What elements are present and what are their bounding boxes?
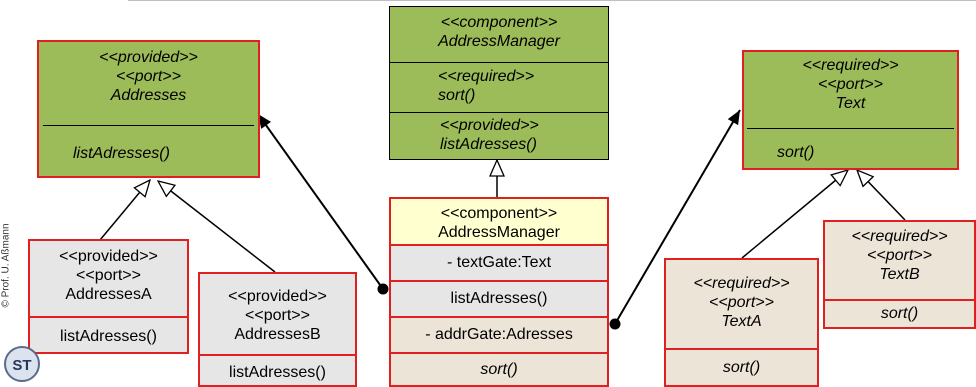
top-rule bbox=[128, 0, 976, 1]
generalization-text-b bbox=[857, 170, 906, 221]
addresses-b-stereo-port: <<port>> bbox=[245, 307, 310, 324]
generalization-a bbox=[99, 180, 150, 241]
copyright-note: © Prof. U. Aßmann bbox=[0, 223, 12, 308]
generalization-b bbox=[158, 181, 276, 273]
generalization-text-a bbox=[741, 170, 848, 259]
required-port-dot bbox=[609, 318, 621, 330]
university-logo: ST bbox=[4, 346, 40, 382]
impl-component-name: AddressManager bbox=[438, 224, 560, 241]
spec-component-name: AddressManager bbox=[438, 33, 560, 50]
addresses-a-name: AddressesA bbox=[65, 286, 152, 303]
addresses-b-name: AddressesB bbox=[234, 326, 321, 343]
spec-stereo-component: <<component>> bbox=[440, 14, 558, 31]
required-port-link bbox=[614, 109, 741, 325]
addresses-b-operation: listAdresses() bbox=[229, 364, 326, 381]
addresses-port-box: <<provided>> <<port>> Addresses listAdre… bbox=[37, 40, 260, 178]
addresses-a-box: <<provided>> <<port>> AddressesA listAdr… bbox=[28, 239, 189, 354]
logo-text: ST bbox=[12, 357, 31, 374]
address-manager-impl-box: <<component>> AddressManager - textGate:… bbox=[389, 197, 609, 387]
spec-stereo-required: <<required>> bbox=[438, 68, 535, 85]
text-a-stereo-required: <<required>> bbox=[693, 275, 790, 292]
impl-stereo-component: <<component>> bbox=[440, 205, 558, 222]
addresses-operation: listAdresses() bbox=[73, 145, 170, 162]
address-manager-spec-box: <<component>> AddressManager <<required>… bbox=[389, 6, 609, 160]
spec-provided-op: listAdresses() bbox=[440, 136, 537, 153]
text-b-operation: sort() bbox=[880, 305, 919, 322]
addresses-b-stereo-provided: <<provided>> bbox=[228, 288, 327, 305]
text-name: Text bbox=[835, 95, 866, 112]
text-a-stereo-port: <<port>> bbox=[709, 294, 774, 311]
text-b-stereo-required: <<required>> bbox=[851, 228, 948, 245]
text-a-operation: sort() bbox=[722, 359, 761, 376]
text-b-stereo-port: <<port>> bbox=[867, 247, 932, 264]
provided-port-link bbox=[257, 113, 384, 290]
text-stereo-required: <<required>> bbox=[802, 57, 899, 74]
addresses-a-operation: listAdresses() bbox=[60, 328, 157, 345]
addresses-a-stereo-provided: <<provided>> bbox=[59, 248, 158, 265]
text-port-box: <<required>> <<port>> Text sort() bbox=[742, 50, 959, 170]
impl-operation-sort: sort() bbox=[480, 361, 518, 378]
text-stereo-port: <<port>> bbox=[818, 76, 883, 93]
addresses-stereo-provided: <<provided>> bbox=[99, 49, 198, 66]
provided-port-dot bbox=[377, 283, 389, 295]
impl-attribute-addr-gate: - addrGate:Adresses bbox=[425, 326, 573, 343]
text-b-name: TextB bbox=[879, 266, 920, 283]
addresses-a-stereo-port: <<port>> bbox=[76, 267, 141, 284]
addresses-b-box: <<provided>> <<port>> AddressesB listAdr… bbox=[198, 272, 357, 387]
impl-operation-list-adresses: listAdresses() bbox=[450, 290, 548, 307]
impl-attribute-text-gate: - textGate:Text bbox=[446, 254, 552, 271]
addresses-stereo-port: <<port>> bbox=[116, 68, 181, 85]
text-b-box: <<required>> <<port>> TextB sort() bbox=[823, 220, 976, 329]
addresses-name: Addresses bbox=[110, 87, 187, 104]
spec-stereo-provided: <<provided>> bbox=[440, 117, 539, 134]
text-operation: sort() bbox=[777, 144, 815, 161]
text-a-box: <<required>> <<port>> TextA sort() bbox=[664, 258, 819, 387]
spec-required-op: sort() bbox=[438, 87, 476, 104]
text-a-name: TextA bbox=[721, 313, 762, 330]
